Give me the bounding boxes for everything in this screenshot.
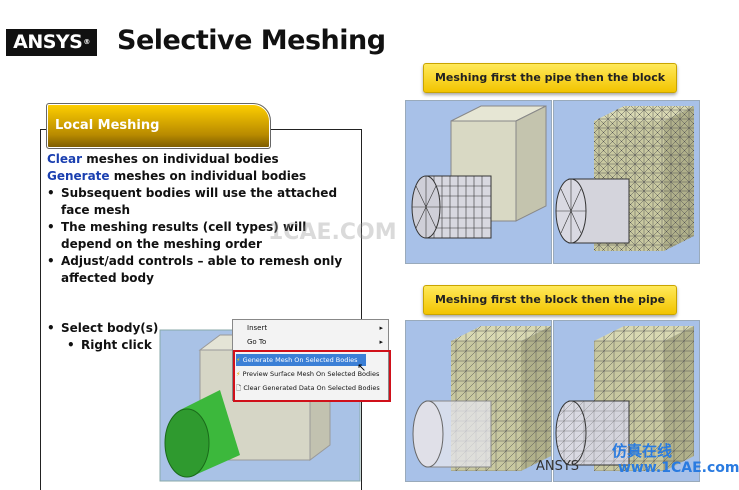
cursor-icon: ↖ — [357, 361, 367, 374]
chevron-right-icon: ▸ — [379, 338, 383, 346]
menu-item-preview-mesh[interactable]: ⚡ Preview Surface Mesh On Selected Bodie… — [236, 370, 379, 378]
clear-data-label: Clear Generated Data On Selected Bodies — [243, 384, 380, 392]
logo-mark: ® — [83, 38, 90, 46]
menu-item-generate-mesh[interactable]: ⚡ Generate Mesh On Selected Bodies — [236, 356, 358, 364]
watermark-ansys: ANSYS — [536, 459, 580, 474]
menu-item-insert[interactable]: Insert — [247, 324, 268, 332]
preview-mesh-label: Preview Surface Mesh On Selected Bodies — [242, 370, 380, 378]
local-meshing-tab: Local Meshing — [46, 103, 271, 149]
generate-mesh-label: Generate Mesh On Selected Bodies — [242, 356, 358, 364]
clear-rest: meshes on individual bodies — [82, 152, 279, 166]
watermark-cn: 仿真在线 — [612, 442, 673, 460]
generate-line: Generate meshes on individual bodies — [47, 168, 306, 185]
pipe-first-final-figure — [553, 100, 700, 264]
selected-actions-highlight — [233, 350, 391, 402]
bullet-item: The meshing results (cell types) will de… — [47, 219, 346, 253]
bullet-item: Adjust/add controls – able to remesh onl… — [47, 253, 346, 287]
banner-bottom: Meshing first the block then the pipe — [423, 285, 677, 315]
local-meshing-label: Local Meshing — [55, 118, 160, 133]
banner-top: Meshing first the pipe then the block — [423, 63, 677, 93]
clear-line: Clear meshes on individual bodies — [47, 151, 279, 168]
page-title: Selective Meshing — [117, 25, 386, 56]
block-first-initial-figure — [405, 320, 552, 482]
clear-keyword: Clear — [47, 152, 83, 166]
block-first-final-figure — [553, 320, 700, 482]
clear-icon: 🗋 — [236, 384, 242, 392]
logo-text: ANSYS — [13, 31, 83, 53]
generate-keyword: Generate — [47, 169, 110, 183]
generate-rest: meshes on individual bodies — [109, 169, 307, 183]
pipe-first-initial-figure — [405, 100, 552, 264]
watermark-site: www.1CAE.com — [618, 460, 739, 476]
right-click-bullet: Right click — [67, 337, 152, 354]
chevron-right-icon: ▸ — [379, 324, 383, 332]
menu-item-goto[interactable]: Go To — [247, 338, 267, 346]
select-bullet: Select body(s) — [47, 320, 158, 337]
watermark-center: 1CAE.COM — [268, 220, 397, 245]
menu-highlight — [236, 354, 366, 366]
lightning-icon: ⚡ — [236, 356, 241, 364]
bullet-item: Subsequent bodies will use the attached … — [47, 185, 346, 219]
menu-item-clear-data[interactable]: 🗋 Clear Generated Data On Selected Bodie… — [236, 384, 380, 395]
ansys-logo: ANSYS® — [6, 29, 97, 56]
lightning-icon: ⚡ — [236, 370, 241, 378]
